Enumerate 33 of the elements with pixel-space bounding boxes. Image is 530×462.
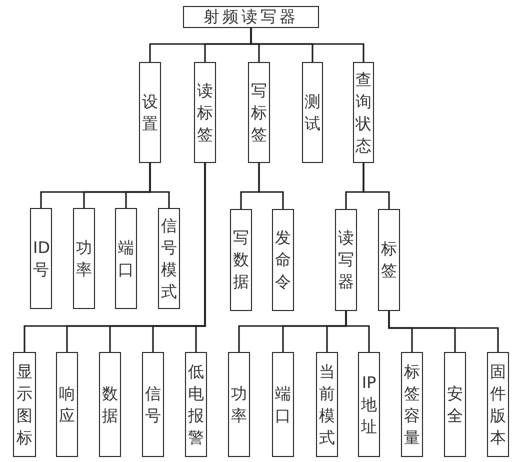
connector-line (388, 311, 499, 352)
connector-line (195, 163, 206, 352)
category-box: 固件版本 (487, 352, 509, 457)
category-box: IP地址 (358, 352, 380, 457)
category-box: 写标签 (248, 62, 270, 163)
connector-line (258, 163, 284, 209)
category-box: 查询状态 (353, 62, 374, 163)
category-box: 标签 (378, 209, 400, 311)
category-box: 显示图标 (13, 352, 36, 457)
category-box: 设置 (139, 62, 161, 163)
root-box: 射频读写器 (183, 6, 319, 28)
category-box: 标签容量 (401, 352, 423, 457)
category-box: 测试 (302, 62, 323, 163)
connector-line (149, 163, 170, 208)
category-box: 发命令 (272, 209, 294, 311)
category-box: 当前模式 (316, 352, 338, 457)
category-box: 低电报警 (185, 352, 207, 457)
category-box: 功率 (73, 208, 95, 309)
connector-line (345, 311, 370, 352)
connector-line (362, 163, 390, 209)
category-box: 信号 (142, 352, 164, 457)
category-box: 功率 (228, 352, 250, 457)
connector-line (250, 28, 364, 62)
category-box: ID号 (30, 208, 52, 309)
category-box: 读标签 (194, 62, 216, 163)
category-box: 读写器 (335, 209, 357, 311)
category-box: 信号模式 (158, 208, 180, 309)
category-box: 端口 (272, 352, 294, 457)
category-box: 数据 (99, 352, 121, 457)
category-box: 响应 (56, 352, 78, 457)
category-box: 写数据 (230, 209, 252, 311)
category-box: 安全 (444, 352, 466, 457)
category-box: 端口 (115, 208, 137, 309)
